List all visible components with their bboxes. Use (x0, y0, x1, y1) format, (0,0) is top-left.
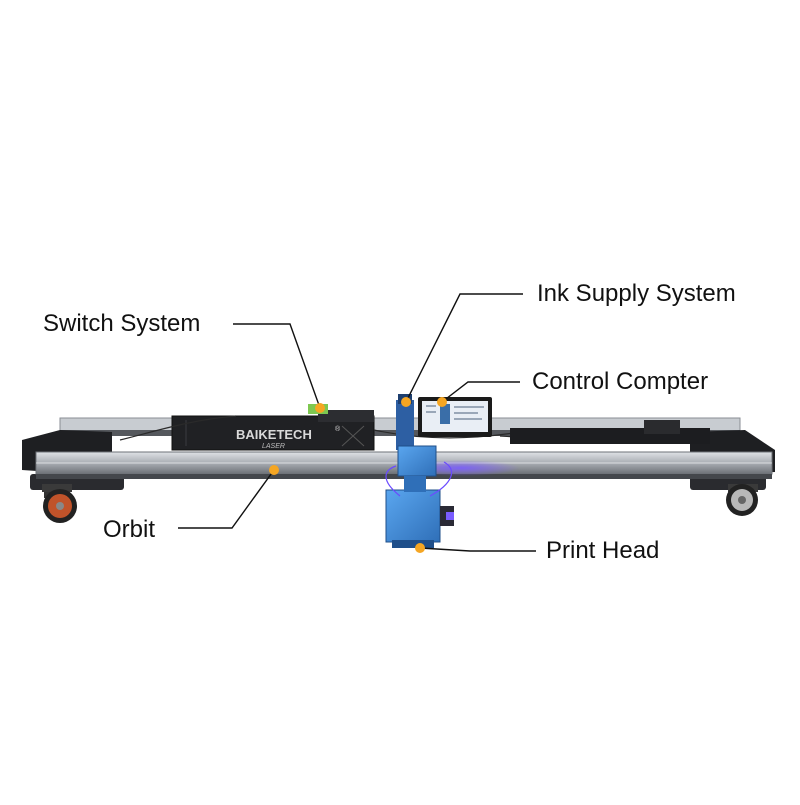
control-computer-screen (418, 397, 492, 437)
label-orbit: Orbit (103, 516, 156, 543)
leader-switch-system (233, 323, 321, 409)
leader-ink-supply (405, 293, 523, 403)
label-control-computer: Control Compter (532, 368, 709, 395)
cable-connector (644, 420, 680, 434)
callout-markers (269, 397, 447, 553)
label-ink-supply-system: Ink Supply System (537, 280, 736, 307)
brand-sub-text: LASER (262, 443, 285, 450)
left-wheel (42, 484, 77, 523)
leader-print-head (419, 547, 536, 552)
marker-ink-supply (401, 397, 411, 407)
marker-switch-system (315, 403, 325, 413)
registered-mark: ® (335, 425, 341, 433)
cross-mark-icon (341, 425, 365, 447)
label-print-head: Print Head (546, 537, 660, 564)
leader-lines (178, 293, 536, 552)
leader-orbit (178, 469, 275, 529)
marker-orbit (269, 465, 279, 475)
brand-logo-text: BAIKETECH (236, 427, 312, 442)
switch-box: BAIKETECH ® LASER (171, 404, 375, 451)
marker-control-computer (437, 397, 447, 407)
right-wheel (726, 484, 758, 516)
label-switch-system: Switch System (43, 310, 201, 337)
leader-control-computer (441, 381, 520, 403)
marker-print-head (415, 543, 425, 553)
print-head-carriage (385, 445, 454, 548)
